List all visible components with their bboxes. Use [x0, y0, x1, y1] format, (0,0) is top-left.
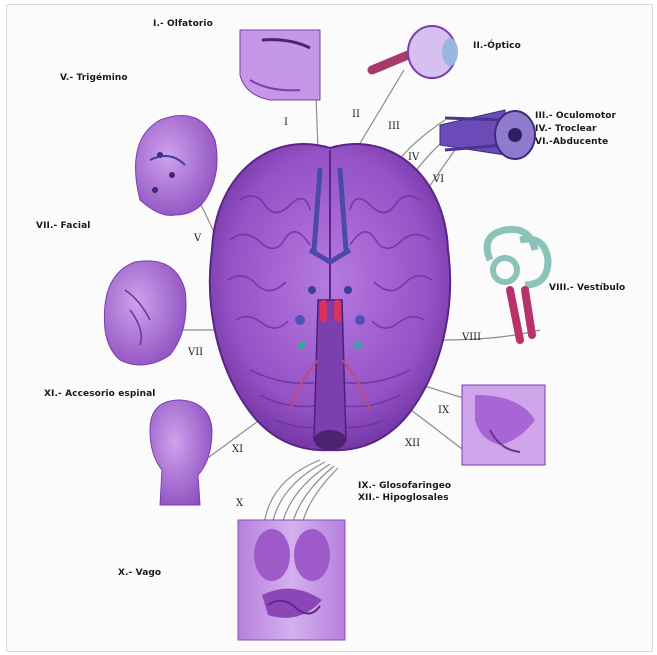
nerve-line-I: [316, 96, 318, 150]
label-hipoglosales: XII.- Hipoglosales: [358, 493, 449, 503]
nose-illustration: [240, 30, 320, 100]
label-abducente: VI.-Abducente: [535, 137, 608, 147]
head-trigeminal: [136, 116, 218, 216]
label-accesorio-espinal: XI.- Accesorio espinal: [44, 389, 155, 399]
nerve-line-II: [356, 70, 404, 150]
numeral-II: II: [352, 109, 360, 120]
label-facial: VII.- Facial: [36, 221, 90, 231]
nerve-line-VIII: [440, 330, 540, 340]
numeral-III: III: [388, 121, 400, 132]
numeral-V: V: [194, 233, 201, 244]
head-facial: [104, 261, 186, 365]
brain: [210, 144, 450, 450]
numeral-VI: VI: [433, 174, 444, 185]
inner-ear-illustration: [487, 229, 548, 340]
label-troclear: IV.- Troclear: [535, 124, 597, 134]
label-olfatorio: I.- Olfatorio: [153, 19, 213, 29]
numeral-X: X: [236, 498, 243, 509]
numeral-VII: VII: [188, 347, 203, 358]
label-vestibulo: VIII.- Vestíbulo: [549, 283, 625, 293]
numeral-I: I: [284, 117, 288, 128]
label-optico: II.-Óptico: [473, 41, 521, 51]
head-neck-accessory: [150, 400, 212, 505]
numeral-XII: XII: [405, 438, 420, 449]
torso-vagus: [238, 520, 345, 640]
label-trigemino: V.- Trigémino: [60, 73, 128, 83]
numeral-IV: IV: [408, 152, 419, 163]
numeral-XI: XI: [232, 444, 243, 455]
label-vago: X.- Vago: [118, 568, 161, 578]
eye-optic-illustration: [372, 26, 458, 78]
numeral-VIII: VIII: [462, 332, 481, 343]
numeral-IX: IX: [438, 405, 449, 416]
label-oculomotor: III.- Oculomotor: [535, 111, 616, 121]
label-glosofaringeo: IX.- Glosofaringeo: [358, 481, 451, 491]
head-section-glossopharyngeal: [462, 385, 545, 465]
